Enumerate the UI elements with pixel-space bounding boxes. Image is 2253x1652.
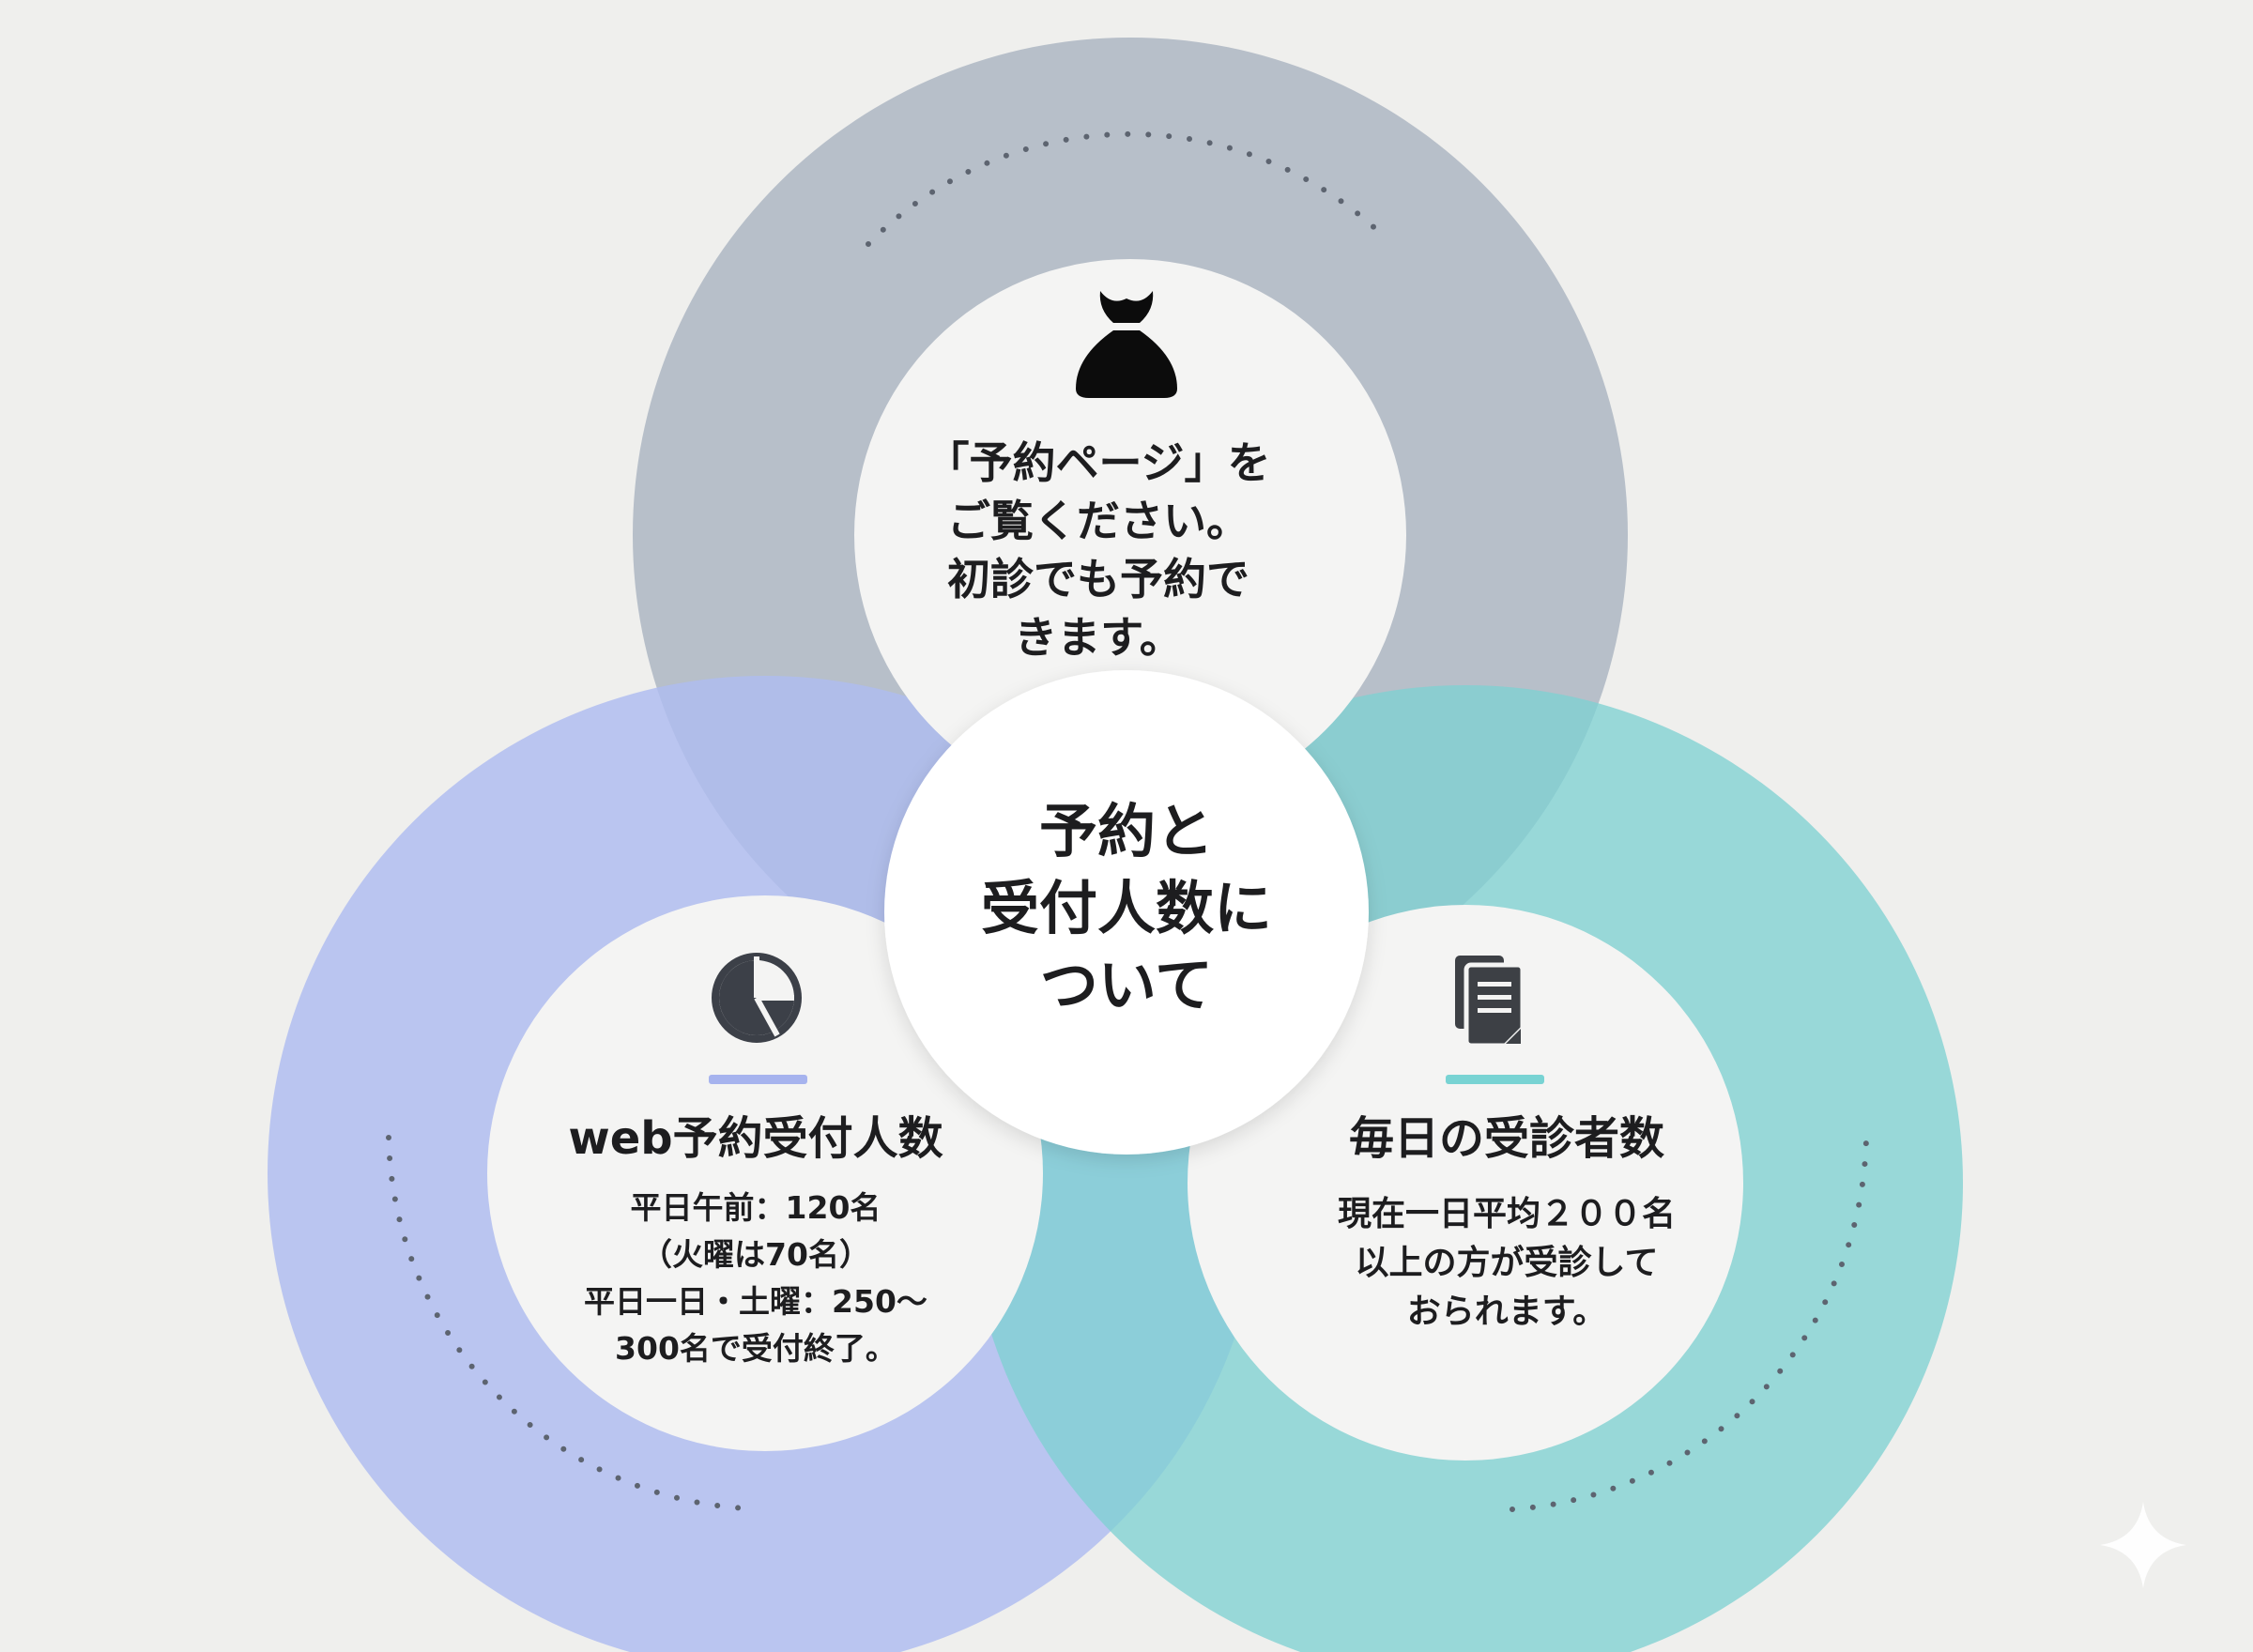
- top-line-2: ご覧ください。: [947, 496, 1249, 546]
- center-circle: [884, 670, 1369, 1155]
- top-node-text: 「予約ページ」を ご覧ください。 初診でも予約で きます。: [845, 434, 1352, 666]
- document-copy-icon: [1455, 956, 1525, 1048]
- right-accent-bar: [1446, 1075, 1544, 1084]
- pie-chart-icon: [712, 953, 802, 1043]
- top-line-4: きます。: [1014, 612, 1183, 663]
- right-node-body: 現在一日平均２００名 以上の方が受診して おられます。: [1263, 1190, 1751, 1337]
- right-line-2: 以上の方が受診して: [1355, 1244, 1659, 1282]
- center-node-text: 予約と 受付人数に ついて: [939, 793, 1314, 1024]
- left-inner-circle: [487, 895, 1043, 1451]
- center-line-3: ついて: [1039, 951, 1214, 1019]
- right-node-title: 毎日の受診者数: [1348, 1112, 1664, 1165]
- left-dotted-arc: [386, 1135, 748, 1511]
- left-line-3: 平日一日・土曜：250～: [584, 1283, 927, 1320]
- right-line-1: 現在一日平均２００名: [1337, 1195, 1676, 1233]
- sparkle-icon: [2100, 1502, 2186, 1588]
- left-line-2: （火曜は70名）: [641, 1236, 870, 1273]
- top-dotted-arc: [866, 130, 1383, 247]
- left-node-body: 平日午前：120名 （火曜は70名） 平日一日・土曜：250～ 300名で受付終…: [530, 1185, 981, 1372]
- top-line-1: 「予約ページ」を: [926, 437, 1271, 488]
- left-line-1: 平日午前：120名: [630, 1189, 881, 1226]
- left-accent-bar: [709, 1075, 807, 1084]
- top-inner-circle: [854, 259, 1406, 811]
- left-line-4: 300名で受付終了。: [615, 1330, 897, 1367]
- money-bag-icon: [1076, 291, 1177, 398]
- right-dotted-arc: [1510, 1135, 1869, 1512]
- center-line-2: 受付人数に: [980, 874, 1272, 942]
- center-line-1: 予約と: [1038, 797, 1214, 865]
- top-line-3: 初診でも予約で: [947, 554, 1249, 604]
- left-node-title: web予約受付人数: [568, 1112, 943, 1165]
- right-line-3: おられます。: [1406, 1293, 1607, 1331]
